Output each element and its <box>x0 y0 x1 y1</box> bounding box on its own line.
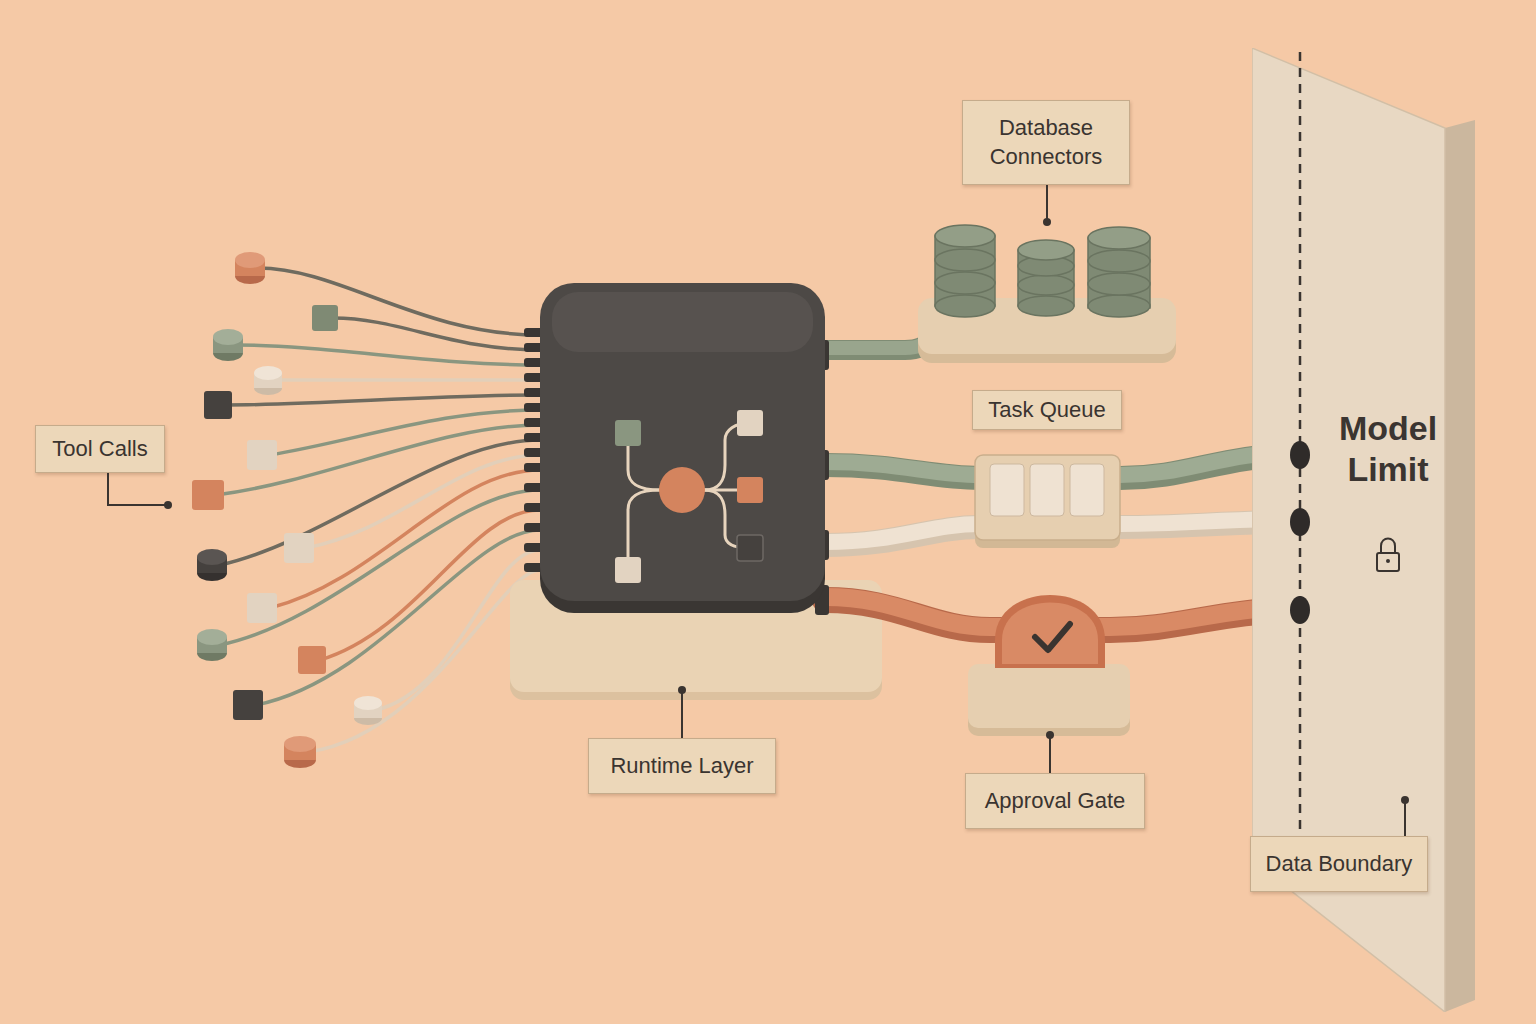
tag-label: Data Boundary <box>1266 850 1413 879</box>
approval-gate <box>968 595 1130 736</box>
tool-wires <box>216 268 540 752</box>
database-stacks <box>918 225 1176 363</box>
callout-tag: Runtime Layer <box>588 738 776 794</box>
callout-tag: Approval Gate <box>965 773 1145 829</box>
tag-label: Task Queue <box>988 396 1105 425</box>
task-queue-box <box>975 455 1120 548</box>
callout-tag: Task Queue <box>972 390 1122 430</box>
callout-tag: Database Connectors <box>962 100 1130 185</box>
tool-items <box>192 252 382 768</box>
tag-label: Tool Calls <box>52 435 147 464</box>
tag-label: Database Connectors <box>971 114 1121 171</box>
wall-label: Model Limit <box>1330 408 1446 490</box>
runtime-chip <box>540 283 825 613</box>
pipes <box>825 330 1300 630</box>
tag-label: Runtime Layer <box>610 752 753 781</box>
tag-label: Approval Gate <box>985 787 1126 816</box>
callout-tag: Data Boundary <box>1250 836 1428 892</box>
callout-tag: Tool Calls <box>35 425 165 473</box>
